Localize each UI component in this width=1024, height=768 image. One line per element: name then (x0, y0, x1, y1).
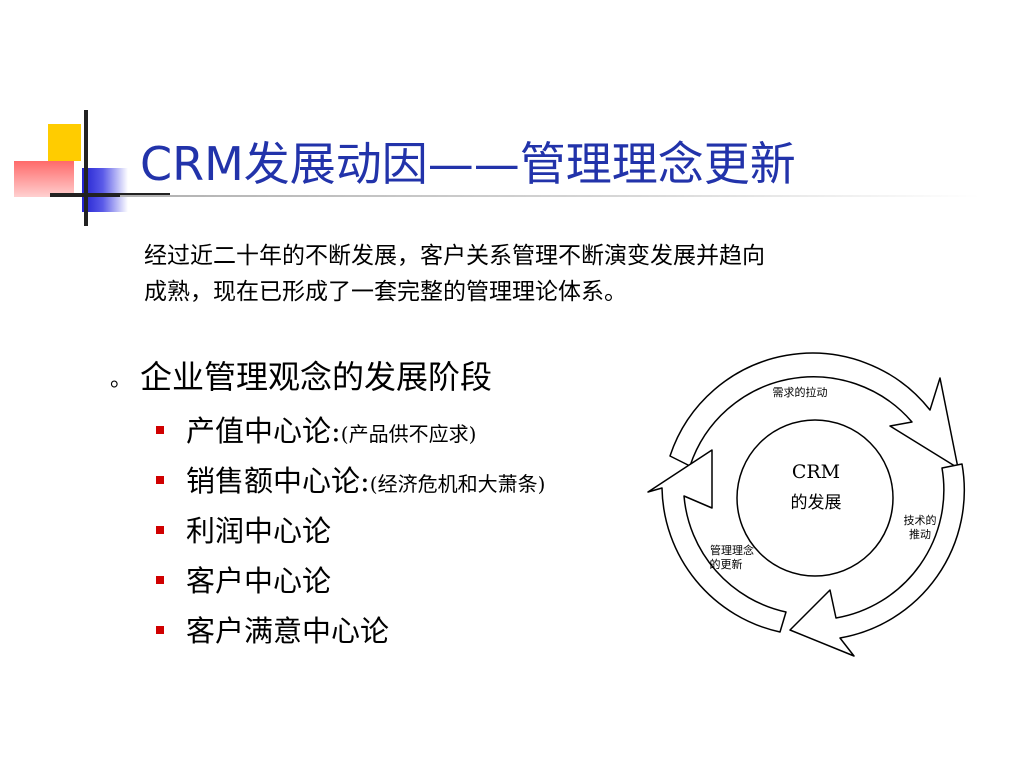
item-main: 客户满意中心论 (186, 614, 390, 648)
square-bullet-icon (156, 476, 164, 484)
arrow-management-update (647, 449, 787, 633)
list-item: 客户满意中心论 (156, 608, 545, 658)
crm-cycle-diagram: CRM 的发展 需求的拉动 技术的 推动 管理理念 的更新 (647, 352, 966, 657)
logo-vertical-line (84, 110, 88, 226)
level1-text: 企业管理观念的发展阶段 (140, 358, 493, 396)
right-label-line1: 技术的 (904, 513, 937, 527)
square-bullet-icon (156, 626, 164, 634)
list-item: 产值中心论:(产品供不应求) (156, 408, 545, 458)
list-item: 客户中心论 (156, 558, 545, 608)
square-bullet-icon (156, 576, 164, 584)
left-label-line1: 管理理念 (710, 543, 754, 557)
logo-yellow-square (48, 124, 81, 161)
left-label-line2: 的更新 (710, 557, 743, 571)
square-bullet-icon (156, 526, 164, 534)
item-note: (产品供不应求) (340, 422, 477, 446)
logo-red-square (14, 161, 74, 197)
item-main: 销售额中心论: (186, 464, 370, 498)
center-label-line1: CRM (792, 461, 840, 483)
title-underline (120, 195, 980, 197)
right-label-line2: 推动 (909, 527, 931, 541)
intro-paragraph: 经过近二十年的不断发展，客户关系管理不断演变发展并趋向成熟，现在已形成了一套完整… (144, 243, 765, 305)
center-circle (736, 419, 894, 577)
item-main: 产值中心论: (186, 414, 341, 448)
item-note: (经济危机和大萧条) (369, 472, 546, 496)
list-item: 销售额中心论:(经济危机和大萧条) (156, 458, 545, 508)
item-main: 客户中心论 (186, 564, 332, 598)
list-item: 利润中心论 (156, 508, 545, 558)
center-label-line2: 的发展 (791, 493, 842, 513)
stage-list: 产值中心论:(产品供不应求) 销售额中心论:(经济危机和大萧条) 利润中心论 客… (156, 408, 545, 658)
logo-blue-square (82, 168, 128, 212)
logo-horizontal-line (50, 193, 170, 197)
top-label: 需求的拉动 (773, 385, 828, 399)
item-main: 利润中心论 (186, 514, 332, 548)
level1-marker: 。 (110, 367, 133, 392)
level1-bullet: 。企业管理观念的发展阶段 (110, 352, 492, 398)
arrow-demand-pull (669, 352, 959, 469)
square-bullet-icon (156, 426, 164, 434)
slide-title: CRM发展动因——管理理念更新 (140, 137, 796, 191)
arrow-tech-push (789, 463, 966, 657)
